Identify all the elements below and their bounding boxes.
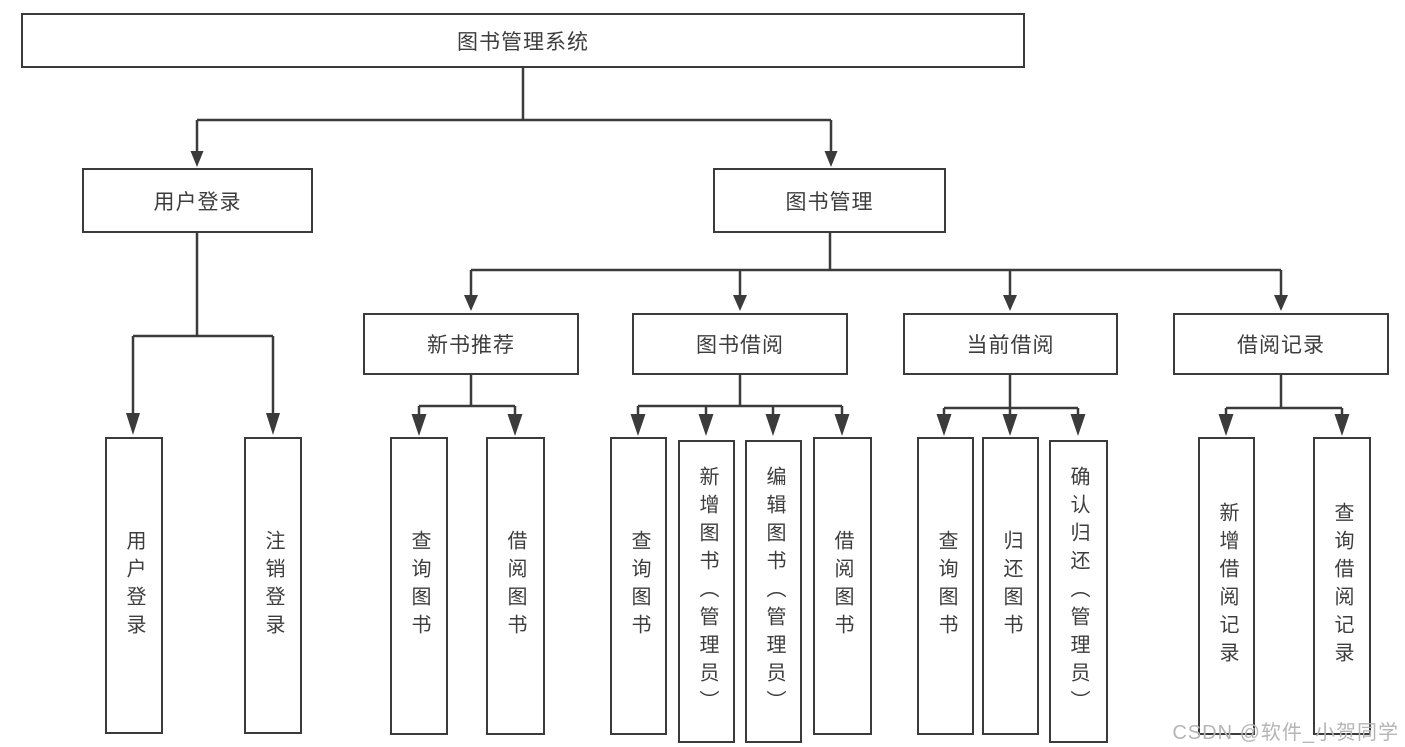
csdn-watermark: CSDN @软件_小贺同学 — [1172, 722, 1399, 744]
node-root: 图书管理系统 — [21, 13, 1025, 68]
leaf-confirm-return-admin: 确认归还（管理员） — [1049, 440, 1108, 743]
node-current-borrow: 当前借阅 — [903, 313, 1118, 375]
node-book-borrow: 图书借阅 — [632, 313, 848, 375]
leaf-add-borrow-record: 新增借阅记录 — [1198, 437, 1255, 735]
leaf-query-book-1: 查询图书 — [390, 437, 448, 735]
leaf-borrow-book-2: 借阅图书 — [813, 437, 872, 735]
leaf-logout: 注销登录 — [244, 437, 302, 734]
node-new-book-recommend: 新书推荐 — [363, 313, 579, 375]
leaf-add-book-admin: 新增图书（管理员） — [678, 440, 735, 743]
leaf-query-book-3: 查询图书 — [917, 437, 974, 735]
connector-segments — [131, 68, 1344, 417]
node-user-login: 用户登录 — [82, 168, 313, 233]
node-borrow-records: 借阅记录 — [1173, 313, 1389, 375]
leaf-return-book: 归还图书 — [982, 437, 1039, 735]
leaf-edit-book-admin: 编辑图书（管理员） — [745, 440, 802, 743]
leaf-query-book-2: 查询图书 — [610, 437, 667, 735]
leaf-borrow-book-1: 借阅图书 — [486, 437, 545, 735]
node-book-mgmt: 图书管理 — [713, 168, 946, 233]
leaf-user-login: 用户登录 — [105, 437, 163, 734]
leaf-query-borrow-record: 查询借阅记录 — [1313, 437, 1371, 735]
